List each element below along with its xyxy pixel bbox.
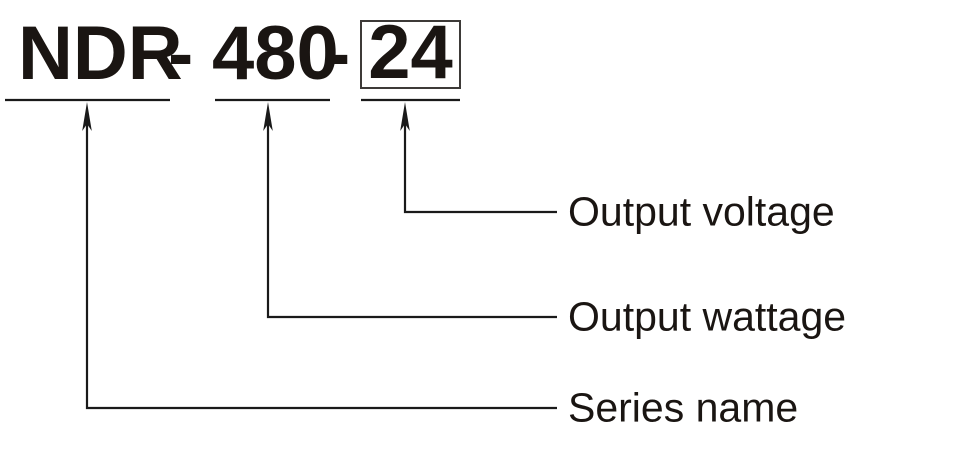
leader-line-wattage <box>266 124 557 319</box>
arrowhead-series <box>82 102 92 131</box>
leader-line-voltage <box>403 124 557 214</box>
model-part-series: NDR <box>18 11 183 96</box>
model-part-wattage: 480 <box>212 11 339 96</box>
callout-label-output-wattage: Output wattage <box>568 293 847 340</box>
callout-label-output-voltage: Output voltage <box>568 188 835 235</box>
arrowhead-voltage <box>400 102 410 131</box>
leader-line-series <box>85 124 557 410</box>
model-separator-1: - <box>168 11 194 96</box>
callout-label-series-name: Series name <box>568 384 799 431</box>
arrowhead-wattage <box>263 102 273 131</box>
model-separator-2: - <box>325 11 351 96</box>
model-part-voltage: 24 <box>368 9 453 95</box>
model-part-voltage-box: 24 <box>360 14 461 90</box>
